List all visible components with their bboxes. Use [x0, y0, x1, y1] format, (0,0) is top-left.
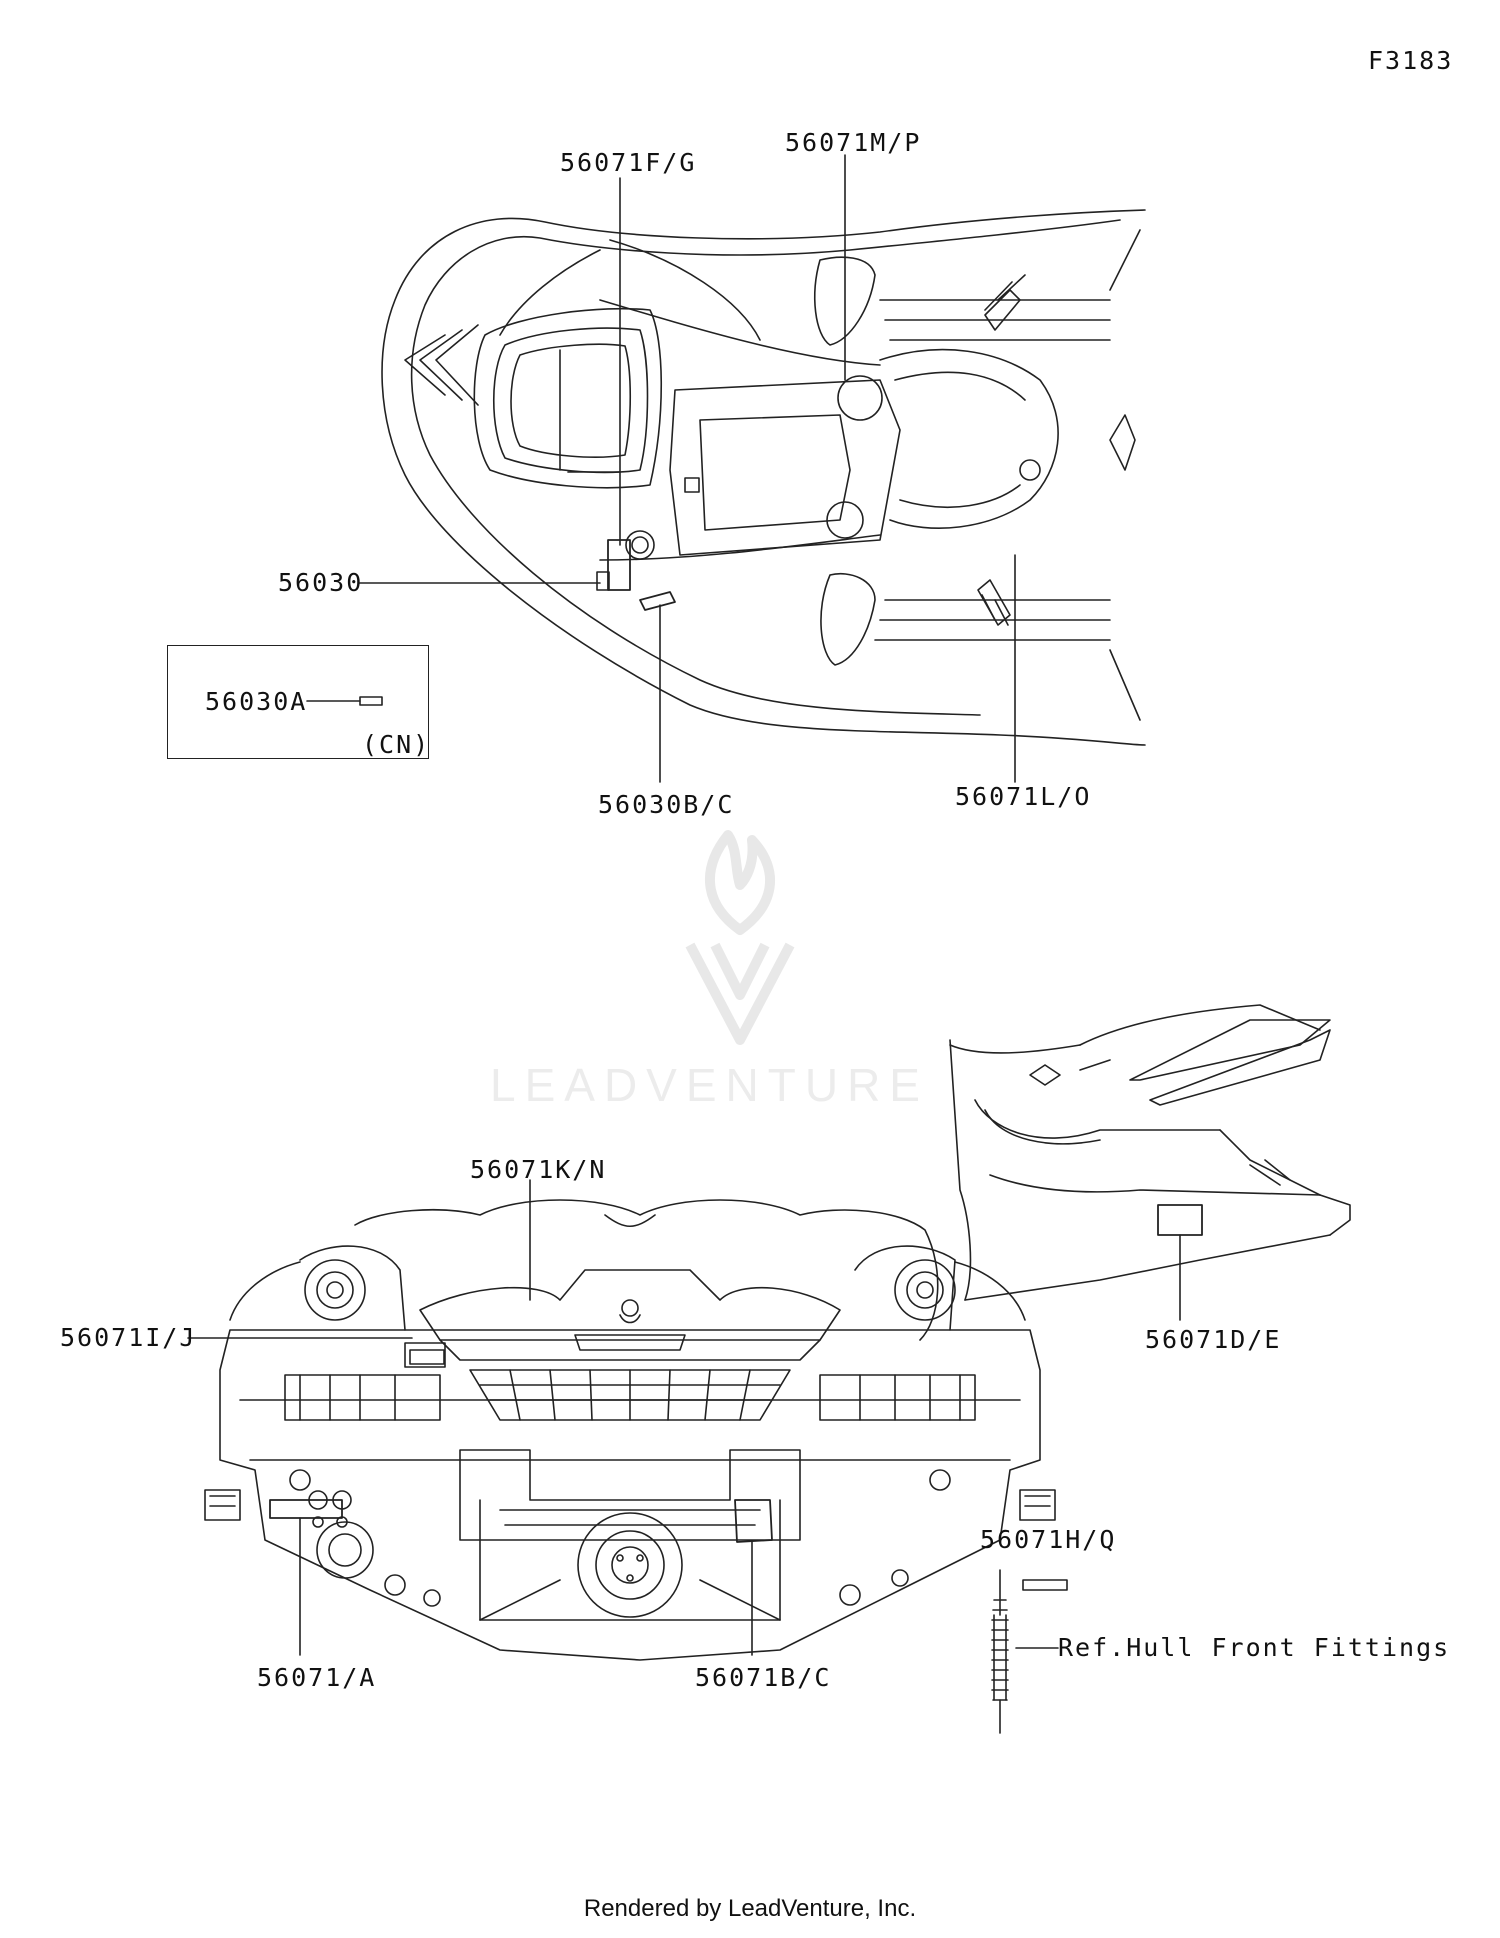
callout-56030a: 56030A — [205, 687, 308, 716]
callout-56071h-q: 56071H/Q — [980, 1525, 1117, 1554]
hull-fitting-part — [991, 1569, 1068, 1734]
callout-56071l-o: 56071L/O — [955, 782, 1092, 811]
footer-credit: Rendered by LeadVenture, Inc. — [583, 1895, 917, 1922]
ref-hull-front-fittings: Ref.Hull Front Fittings — [1058, 1633, 1451, 1662]
figure-code: F3183 — [1368, 46, 1454, 75]
top-leader-lines — [306, 154, 1016, 783]
inset-region-label: (CN) — [362, 730, 431, 759]
callout-56071m-p: 56071M/P — [785, 128, 922, 157]
callout-56071k-n: 56071K/N — [470, 1155, 607, 1184]
watermark-logo-icon — [685, 830, 795, 1045]
callout-56071-a: 56071/A — [257, 1663, 377, 1692]
inset-box-cn — [167, 645, 429, 759]
callout-56071f-g: 56071F/G — [560, 148, 697, 177]
callout-56071d-e: 56071D/E — [1145, 1325, 1282, 1354]
top-view-jetski — [381, 209, 1146, 746]
callout-56030b-c: 56030B/C — [598, 790, 735, 819]
rear-leader-lines — [187, 1179, 753, 1656]
callout-56071i-j: 56071I/J — [60, 1323, 197, 1352]
side-view-jetski — [949, 1004, 1351, 1301]
watermark-brand: LEADVENTURE — [490, 1059, 929, 1111]
callout-56030: 56030 — [278, 568, 364, 597]
rear-view-jetski — [204, 1199, 1056, 1661]
callout-56071b-c: 56071B/C — [695, 1663, 832, 1692]
